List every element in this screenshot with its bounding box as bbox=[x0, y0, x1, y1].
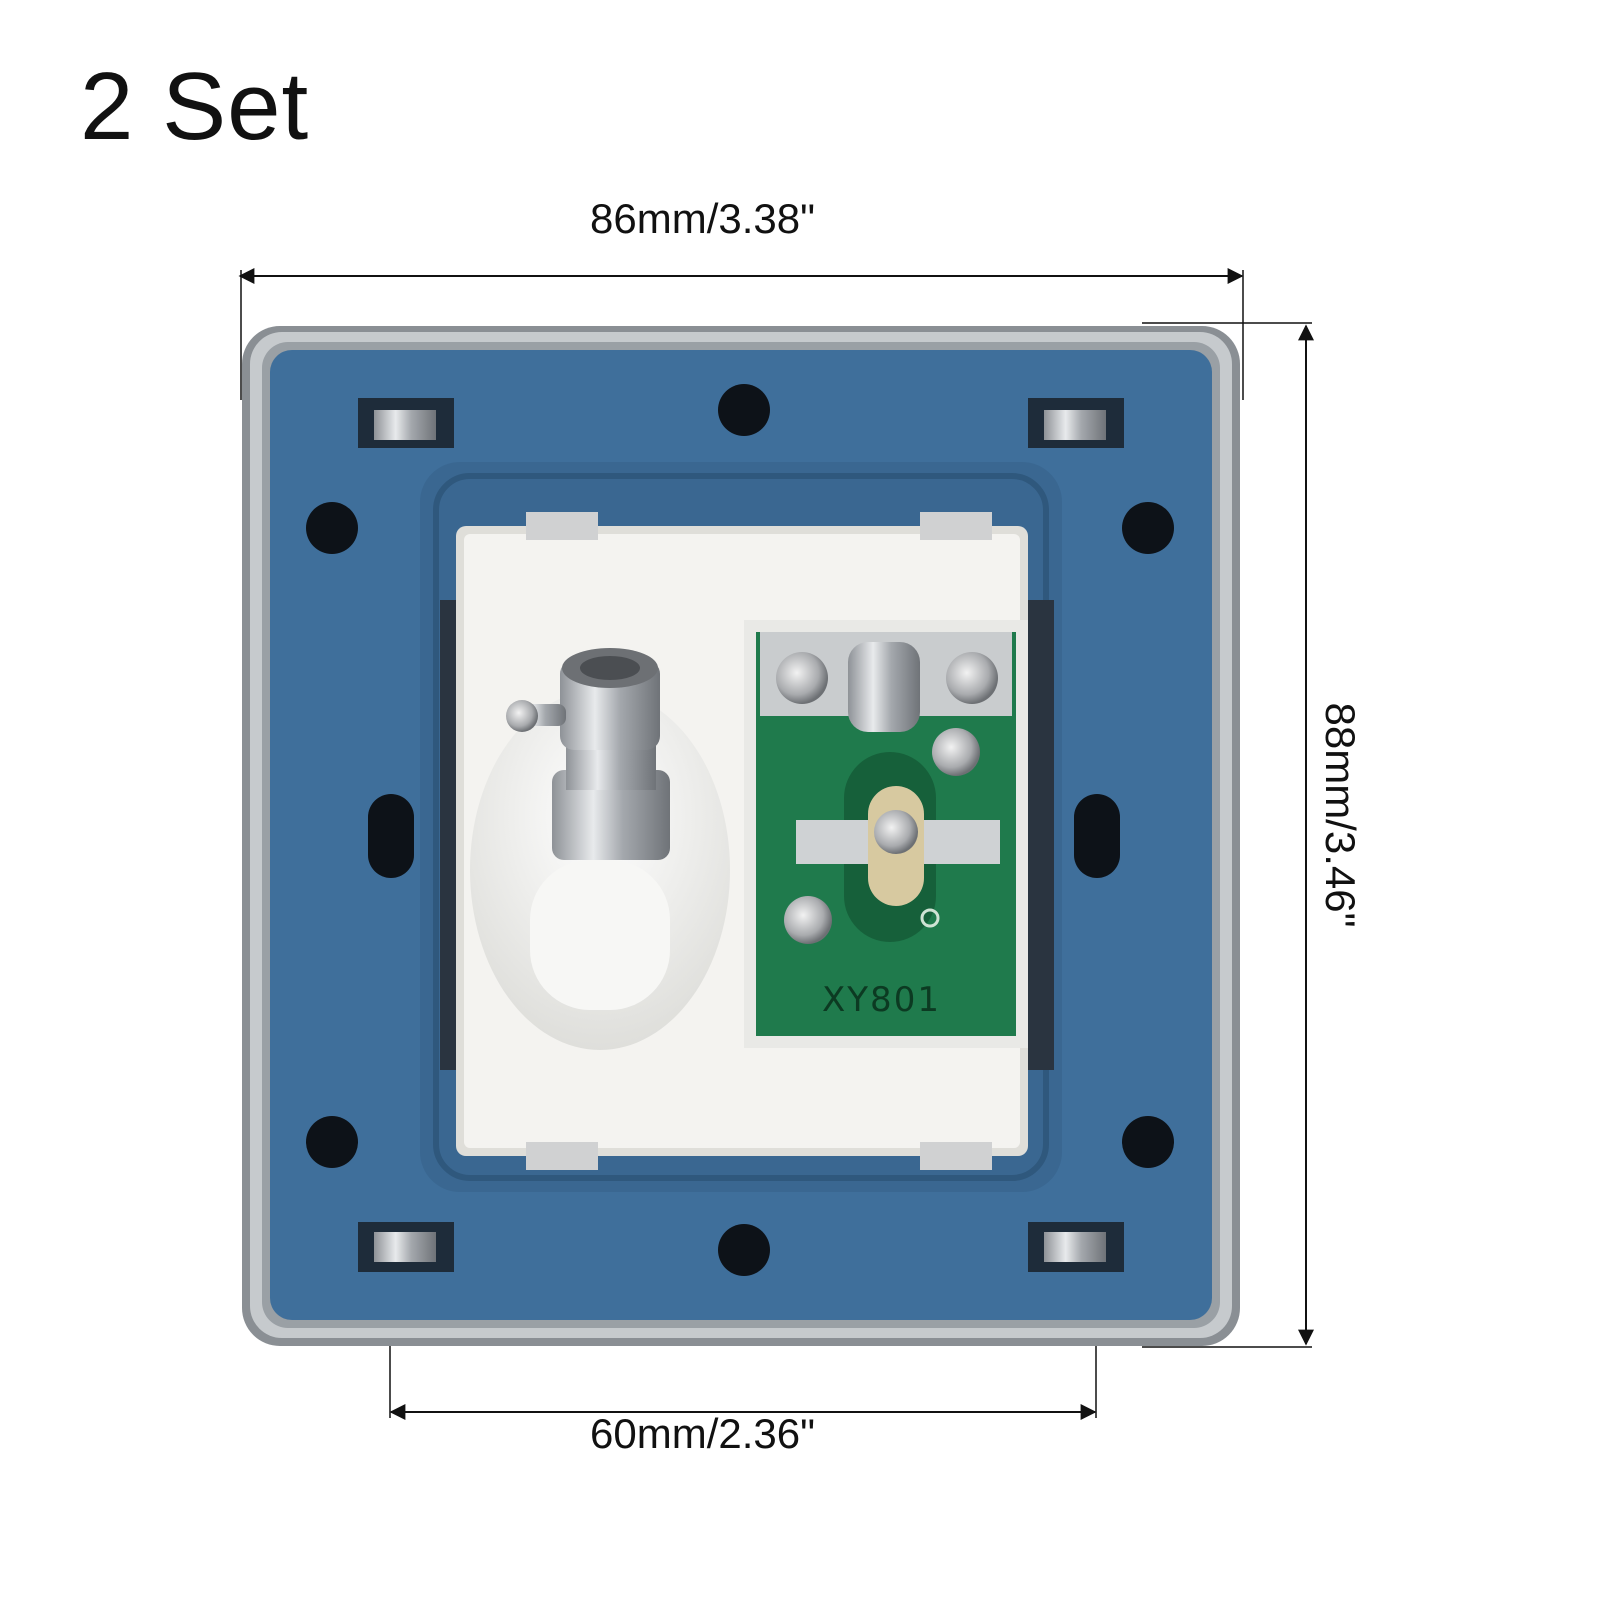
mounting-holes bbox=[306, 384, 1174, 1276]
tuner-pcb bbox=[744, 620, 1028, 1048]
title: 2 Set bbox=[80, 53, 310, 160]
corner-clips bbox=[358, 398, 1124, 1272]
width-dimension-label: 86mm/3.38" bbox=[590, 195, 816, 242]
pcb-marking: XY801 bbox=[822, 980, 941, 1020]
coax-connector bbox=[470, 648, 730, 1050]
